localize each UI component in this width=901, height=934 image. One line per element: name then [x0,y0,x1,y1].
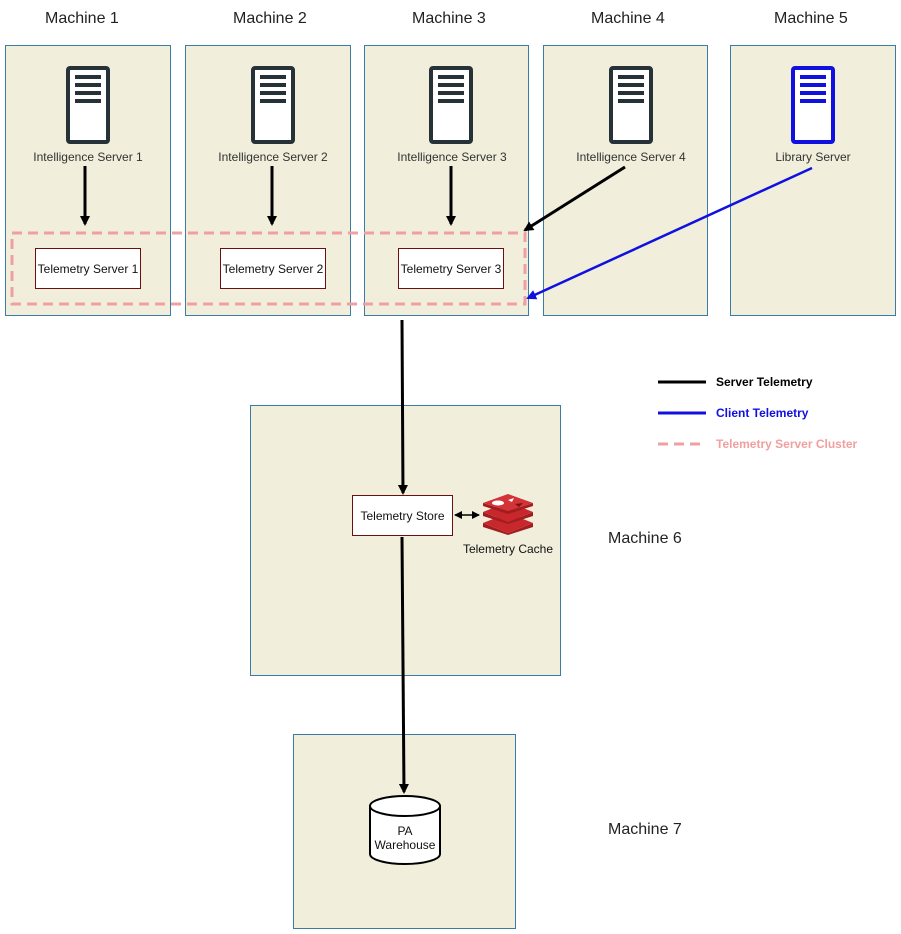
library-server-label: Library Server [775,150,851,164]
intelligence-server-2-label: Intelligence Server 2 [218,150,328,164]
machine-5-label: Machine 5 [774,10,848,27]
server-4-icon [609,66,653,144]
machine-1-label: Machine 1 [45,10,119,27]
telemetry-server-1: Telemetry Server 1 [35,248,141,289]
library-server-icon [791,66,835,144]
warehouse-label-line1: PA [397,824,413,838]
telemetry-server-3: Telemetry Server 3 [398,248,504,289]
server-3-icon [429,66,473,144]
warehouse-label-line2: Warehouse [374,838,436,852]
machine-6-box [250,405,561,676]
machine-2-label: Machine 2 [233,10,307,27]
telemetry-cache-label: Telemetry Cache [462,542,554,556]
legend-client-label: Client Telemetry [716,406,809,420]
telemetry-store: Telemetry Store [352,495,453,536]
intelligence-server-3-label: Intelligence Server 3 [397,150,507,164]
server-2-icon [251,66,295,144]
machine-6-label: Machine 6 [608,530,682,547]
redis-stack-icon [483,494,533,535]
machine-7-label: Machine 7 [608,821,682,838]
intelligence-server-4-label: Intelligence Server 4 [576,150,686,164]
intelligence-server-1-label: Intelligence Server 1 [33,150,143,164]
server-1-icon [66,66,110,144]
legend-server-label: Server Telemetry [716,375,813,389]
database-cylinder-icon [369,795,441,865]
telemetry-server-2: Telemetry Server 2 [220,248,326,289]
machine-3-label: Machine 3 [412,10,486,27]
legend-cluster-label: Telemetry Server Cluster [716,437,858,451]
machine-4-label: Machine 4 [591,10,665,27]
